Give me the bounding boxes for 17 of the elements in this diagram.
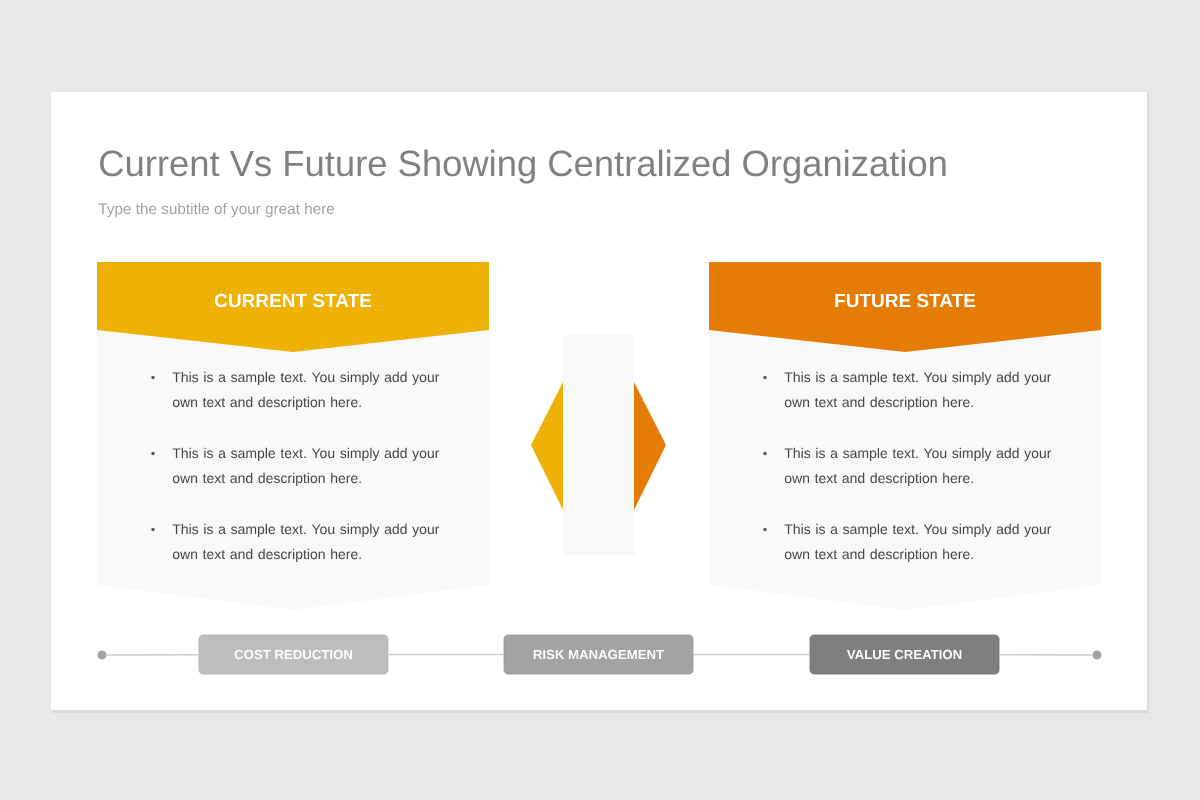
stage-box: RISK MANAGEMENT <box>503 634 694 675</box>
bullet-text: This is a sample text. You simply add your own text and description here. <box>784 523 1052 562</box>
connector-line <box>998 654 1093 656</box>
stage-box: VALUE CREATION <box>809 634 1000 675</box>
connector-line <box>692 653 811 656</box>
connector-line <box>387 653 505 656</box>
bullet-text: This is a sample text. You simply add your own text and description here. <box>784 447 1052 486</box>
bullet-text: This is a sample text. You simply add your own text and description here. <box>172 371 440 410</box>
bullet-text: This is a sample text. You simply add your own text and description here. <box>172 447 440 486</box>
connector-line <box>106 654 200 656</box>
subtitle: Type the subtitle of your great here <box>98 202 335 218</box>
header-banner: FUTURE STATE <box>709 262 1101 352</box>
stage-box: COST REDUCTION <box>198 634 389 675</box>
title: Current Vs Future Showing Centralized Organization <box>100 149 946 184</box>
header-banner: CURRENT STATE <box>97 262 489 352</box>
bullet-text: This is a sample text. You simply add your own text and description here. <box>784 371 1052 410</box>
bullet-text: This is a sample text. You simply add your own text and description here. <box>172 523 440 562</box>
